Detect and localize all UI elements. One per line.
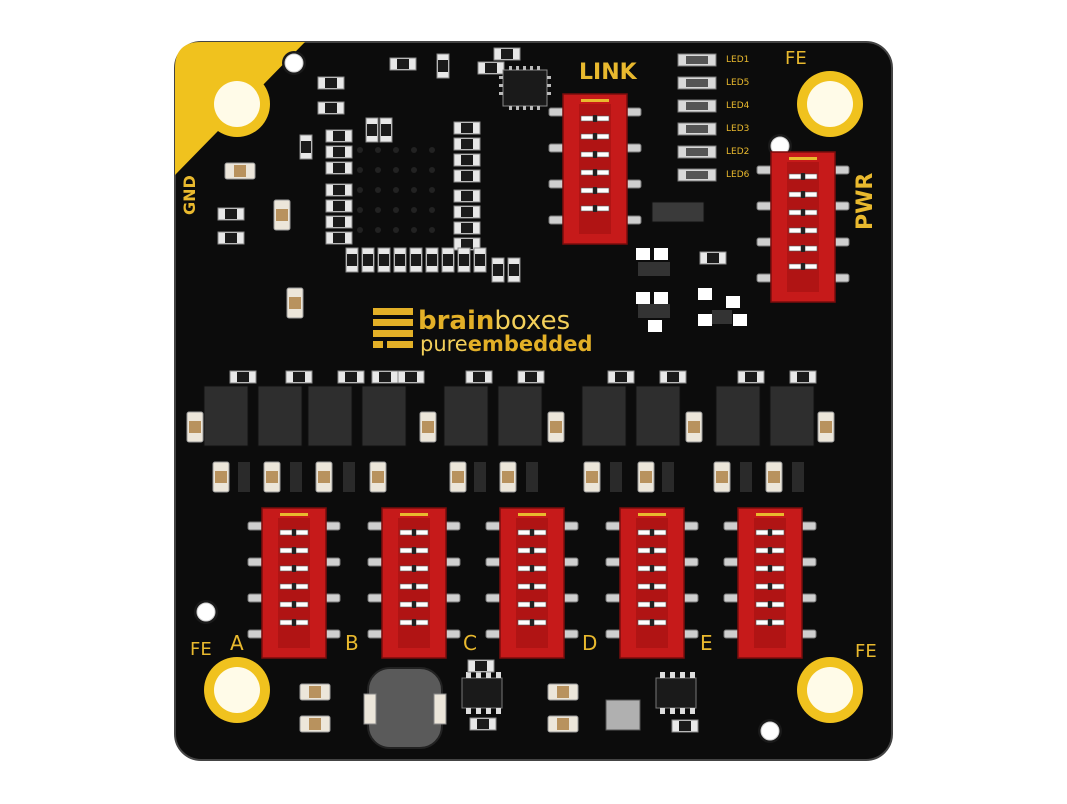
brand-embedded: embedded [467, 332, 593, 356]
led-label-6: LED6 [726, 170, 750, 180]
led-label-2: LED2 [726, 147, 750, 157]
pwr-header-label: PWR [853, 172, 878, 230]
gnd-label: GND [180, 175, 199, 215]
brand-pure: pure [420, 332, 468, 356]
port-label-d: D [582, 631, 598, 655]
link-header-label: LINK [579, 60, 637, 85]
brand-brain: brain [418, 306, 495, 336]
led-label-5: LED5 [726, 78, 750, 88]
port-label-a: A [230, 631, 244, 655]
brand-logo-line2: pureembedded [420, 334, 592, 355]
led-label-4: LED4 [726, 101, 750, 111]
port-label-e: E [700, 631, 713, 655]
fe-label-bottom-right: FE [855, 641, 877, 662]
fe-label-bottom-left: FE [190, 639, 212, 660]
led-label-3: LED3 [726, 124, 750, 134]
fe-label-top-right: FE [785, 48, 807, 69]
brand-logo-line1: brainboxes [418, 308, 570, 334]
led-label-1: LED1 [726, 55, 750, 65]
port-label-c: C [463, 631, 477, 655]
port-label-b: B [345, 631, 359, 655]
brand-boxes: boxes [494, 306, 571, 336]
